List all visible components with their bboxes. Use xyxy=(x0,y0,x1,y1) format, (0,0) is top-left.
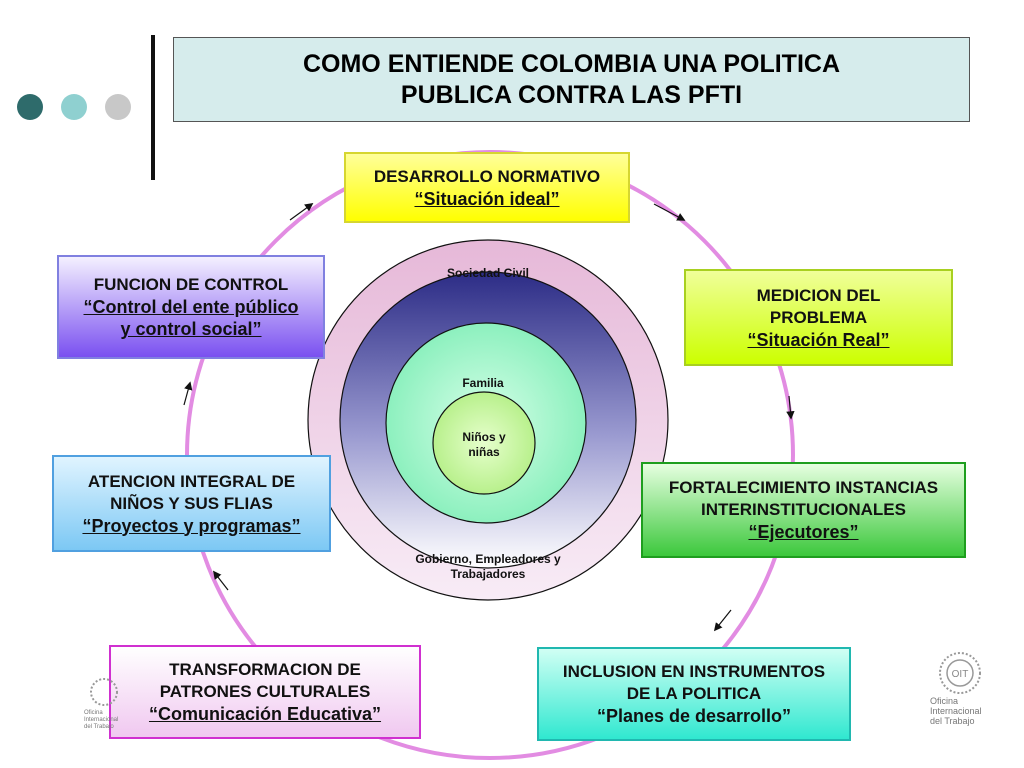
box-transformacion-line-3: “Comunicación Educativa” xyxy=(148,704,382,724)
cycle-arrow-6 xyxy=(289,203,314,221)
cycle-arrow-5 xyxy=(183,381,193,406)
box-inclusion-line-2: DE LA POLITICA xyxy=(626,684,762,703)
label-ninos-line-1: Niños y xyxy=(462,430,506,444)
oit-logo-right-line-2: Internacional xyxy=(930,706,982,716)
decor-dot-2 xyxy=(61,94,87,120)
box-desarrollo-line-1: DESARROLLO NORMATIVO xyxy=(373,166,601,186)
box-funcion-control: FUNCION DE CONTROL “Control del ente púb… xyxy=(57,255,325,359)
box-transformacion-line-1: TRANSFORMACION DE xyxy=(169,660,361,679)
label-sociedad-civil: Sociedad Civil xyxy=(446,266,530,280)
decor-dot-1 xyxy=(17,94,43,120)
oit-seal-left-icon xyxy=(90,678,118,706)
label-ninos: Niños y niñas xyxy=(436,430,532,460)
label-familia: Familia xyxy=(462,376,504,390)
box-fortalecimiento-line-3: “Ejecutores” xyxy=(748,522,859,542)
cycle-arrow-3 xyxy=(713,609,732,632)
oit-logo-left-line-1: Oficina xyxy=(84,710,103,716)
box-transformacion-patrones: TRANSFORMACION DE PATRONES CULTURALES “C… xyxy=(109,645,421,739)
box-inclusion-instrumentos: INCLUSION EN INSTRUMENTOS DE LA POLITICA… xyxy=(537,647,851,741)
box-medicion-problema: MEDICION DEL PROBLEMA “Situación Real” xyxy=(684,269,953,366)
box-inclusion-line-1: INCLUSION EN INSTRUMENTOS xyxy=(562,662,826,681)
oit-seal-text: OIT xyxy=(952,669,969,680)
box-atencion-integral: ATENCION INTEGRAL DE NIÑOS Y SUS FLIAS “… xyxy=(52,455,331,552)
decor-dot-3 xyxy=(105,94,131,120)
oit-logo-right-line-3: del Trabajo xyxy=(930,716,975,726)
ring-ninos xyxy=(432,391,536,495)
cycle-arrow-4 xyxy=(212,570,229,591)
box-medicion-line-1: MEDICION DEL xyxy=(756,285,881,305)
box-inclusion-line-3: “Planes de desarrollo” xyxy=(596,706,792,726)
oit-logo-left-line-3: del Trabajo xyxy=(84,724,114,730)
box-fortalecimiento-line-1: FORTALECIMIENTO INSTANCIAS xyxy=(668,478,939,497)
cycle-arrow-2 xyxy=(786,395,795,420)
label-ninos-line-2: niñas xyxy=(468,445,500,459)
title-line-1: COMO ENTIENDE COLOMBIA UNA POLITICA xyxy=(302,49,841,78)
decor-vertical-bar xyxy=(151,35,155,180)
box-fortalecimiento: FORTALECIMIENTO INSTANCIAS INTERINSTITUC… xyxy=(641,462,966,558)
oit-logo-left: Oficina Internacional del Trabajo xyxy=(84,676,124,738)
box-desarrollo-line-2: “Situación ideal” xyxy=(414,188,560,209)
box-medicion-line-3: “Situación Real” xyxy=(747,329,890,350)
oit-logo-right-line-1: Oficina xyxy=(930,696,959,706)
label-gobierno-line-2: Trabajadores xyxy=(450,567,526,581)
oit-seal-icon: OIT xyxy=(939,652,981,694)
box-atencion-line-2: NIÑOS Y SUS FLIAS xyxy=(110,493,273,513)
label-gobierno: Gobierno, Empleadores y Trabajadores xyxy=(393,552,583,582)
title-box: COMO ENTIENDE COLOMBIA UNA POLITICA PUBL… xyxy=(173,37,970,122)
box-atencion-line-3: “Proyectos y programas” xyxy=(82,515,301,536)
box-medicion-line-2: PROBLEMA xyxy=(769,307,868,327)
cycle-arrow-1 xyxy=(653,203,686,221)
oit-logo-right: OIT Oficina Internacional del Trabajo xyxy=(930,650,1010,740)
box-fortalecimiento-line-2: INTERINSTITUCIONALES xyxy=(701,500,906,519)
box-transformacion-line-2: PATRONES CULTURALES xyxy=(159,682,371,701)
label-gobierno-line-1: Gobierno, Empleadores y xyxy=(415,552,561,566)
title-line-2: PUBLICA CONTRA LAS PFTI xyxy=(400,80,743,109)
box-desarrollo-normativo: DESARROLLO NORMATIVO “Situación ideal” xyxy=(344,152,630,223)
box-funcion-line-2: “Control del ente público xyxy=(83,297,299,317)
box-funcion-line-1: FUNCION DE CONTROL xyxy=(93,275,289,294)
box-atencion-line-1: ATENCION INTEGRAL DE xyxy=(87,471,296,491)
oit-logo-left-line-2: Internacional xyxy=(84,717,119,723)
box-funcion-line-3: y control social” xyxy=(120,319,262,339)
